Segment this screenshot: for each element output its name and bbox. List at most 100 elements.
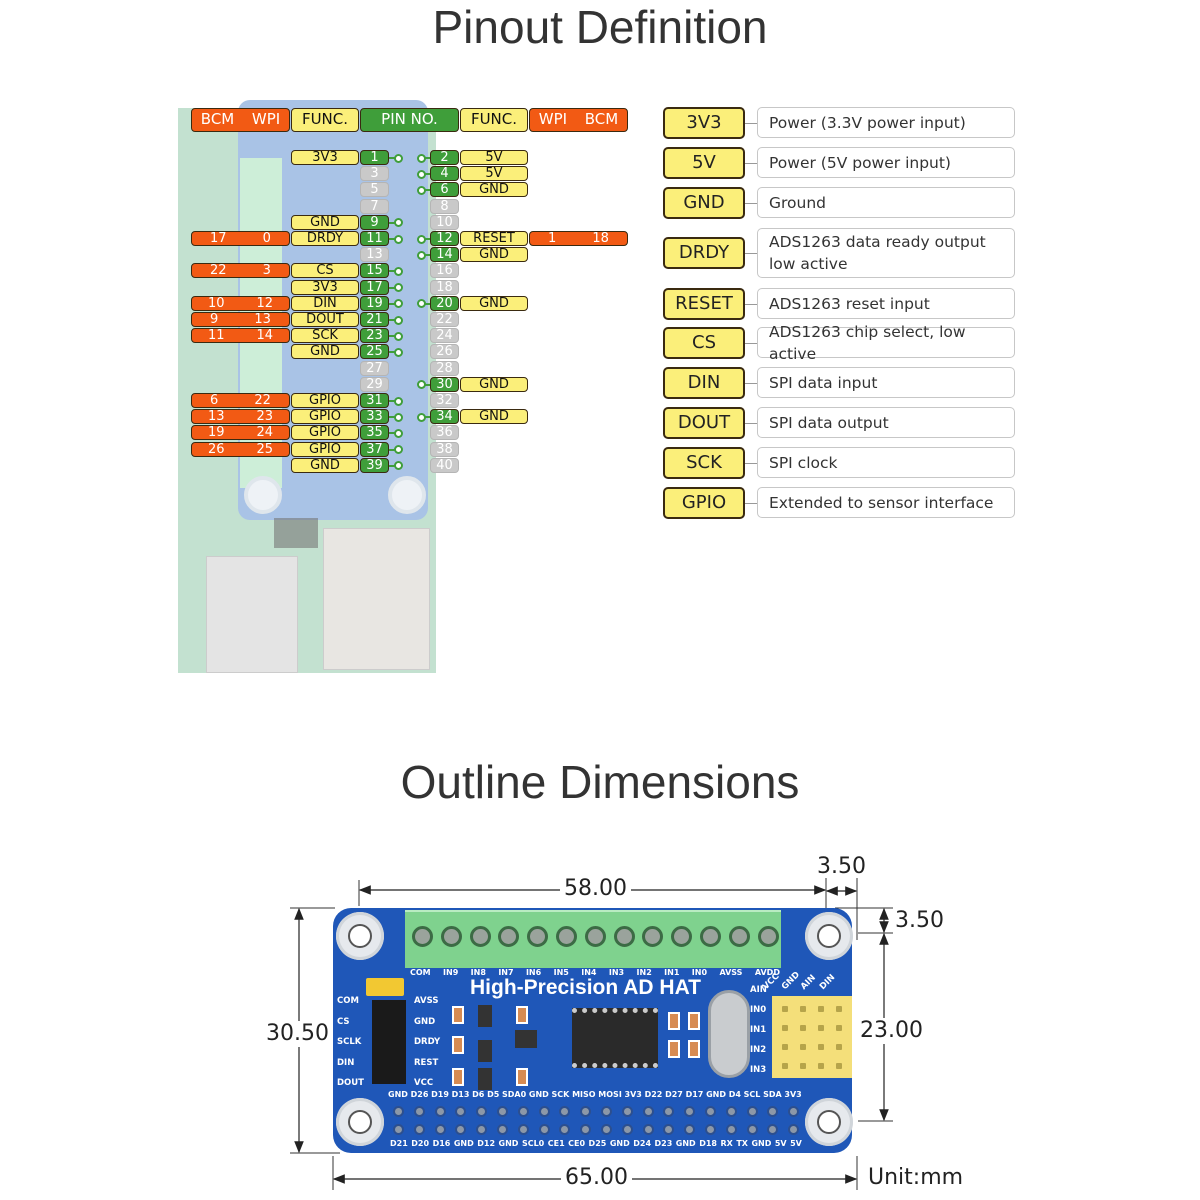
mount-hole-icon: [388, 476, 426, 514]
gpio-bottom-label: GND: [675, 1139, 696, 1148]
legend-label: GPIO: [663, 487, 745, 519]
legend-connector-line: [745, 423, 757, 424]
chip-image: [274, 518, 318, 548]
pin-connector-icon: [394, 315, 403, 325]
sensor-header-pin: [782, 1006, 788, 1012]
terminal-label: IN9: [443, 968, 459, 977]
left-func-cell: DRDY: [291, 231, 359, 246]
gpio-top-label: D5: [487, 1090, 500, 1099]
gpio-bottom-label: CE0: [568, 1139, 586, 1148]
right-func-cell: GND: [460, 295, 528, 311]
sensor-header-pin: [782, 1044, 788, 1050]
left-func-cell: GPIO: [291, 393, 359, 408]
board-title: High-Precision AD HAT: [470, 976, 702, 999]
gpio-top-label: SCL: [743, 1090, 761, 1099]
transistor-component: [478, 1068, 492, 1090]
terminal-screw-icon: [440, 926, 462, 947]
gpio-pin-icon: [393, 1124, 404, 1135]
pin-connector-icon: [394, 461, 403, 471]
legend-description: ADS1263 reset input: [757, 288, 1015, 319]
connector-line: [424, 238, 430, 240]
pin-connector-icon: [417, 412, 426, 422]
connector-line: [389, 270, 395, 273]
left-func-cell: CS: [291, 263, 359, 279]
legend-connector-line: [745, 343, 757, 344]
terminal-label: IN0: [691, 968, 708, 977]
terminal-screw-icon: [412, 926, 433, 947]
usb-port-image: [206, 556, 298, 673]
pin-number-odd: 37: [360, 441, 389, 457]
pin-connector-icon: [417, 380, 426, 390]
wpi-number: 23: [256, 409, 274, 425]
sensor-row-label: IN2: [750, 1045, 767, 1055]
outline-dimensions-title: Outline Dimensions: [400, 756, 800, 808]
dimension-30.5-label: 30.50: [262, 1021, 333, 1047]
resistor-component: [516, 1006, 528, 1024]
resistor-component: [688, 1040, 700, 1058]
pin-number-even: 10: [430, 214, 459, 230]
sensor-header-pin: [782, 1025, 788, 1031]
gpio-bottom-label: D16: [432, 1139, 451, 1148]
legend-description: Extended to sensor interface: [757, 487, 1015, 518]
left-func-cell: GND: [291, 344, 359, 360]
legend-label: 3V3: [663, 107, 745, 139]
header-wpi-label: WPI: [251, 110, 281, 128]
gpio-pin-icon: [580, 1124, 592, 1135]
gpio-top-label: SDA0: [502, 1090, 527, 1099]
pin-number-odd: 33: [360, 409, 389, 425]
pin-connector-icon: [394, 347, 403, 357]
connector-line: [424, 157, 430, 159]
sensor-header-pin: [782, 1063, 788, 1069]
bcm-number: 18: [592, 231, 609, 246]
pin-number-odd: 25: [360, 344, 389, 360]
resistor-component: [668, 1040, 680, 1058]
jumper-left-label: DOUT: [337, 1078, 364, 1088]
gpio-pin-icon: [497, 1124, 508, 1135]
bcm-number: 19: [207, 425, 225, 441]
header-left-bcm-wpi: BCM WPI: [191, 108, 290, 132]
connector-line: [424, 173, 430, 176]
dimension-23-label: 23.00: [856, 1018, 927, 1044]
dimension-3.5-top-label: 3.50: [817, 854, 866, 879]
gpio-top-label: SDA: [763, 1090, 782, 1099]
left-func-cell: DIN: [291, 295, 359, 311]
sensor-header-pin: [836, 1006, 842, 1012]
pin-number-even: 16: [430, 263, 459, 279]
connector-line: [389, 448, 395, 451]
wpi-number: 24: [256, 425, 274, 441]
legend-connector-line: [745, 253, 757, 254]
pin-number-even: 20: [430, 295, 459, 311]
gpio-pin-icon: [455, 1124, 467, 1135]
bcm-number: 11: [207, 328, 225, 344]
gpio-pin-icon: [621, 1124, 633, 1135]
connector-line: [424, 254, 430, 257]
jumper-right-label: REST: [414, 1057, 439, 1068]
sensor-row-label: AIN: [750, 985, 767, 995]
connector-line: [389, 335, 395, 338]
terminal-label: IN3: [608, 968, 625, 977]
terminal-screw-icon: [498, 926, 520, 947]
gpio-pin-icon: [393, 1106, 404, 1117]
legend-label: GND: [663, 187, 745, 219]
legend-label: 5V: [663, 147, 745, 179]
gpio-bottom-label: D23: [654, 1139, 673, 1148]
terminal-label: IN1: [664, 968, 680, 977]
gpio-bottom-label: GND: [609, 1139, 630, 1148]
left-func-cell: GPIO: [291, 409, 359, 425]
gpio-pin-icon: [788, 1124, 800, 1135]
legend-description: Power (3.3V power input): [757, 107, 1015, 138]
transistor-component: [478, 1040, 492, 1062]
bcm-number: 6: [210, 393, 219, 408]
right-func-cell: GND: [460, 247, 528, 263]
terminal-screw-icon: [700, 926, 721, 947]
pin-number-even: 36: [430, 425, 459, 441]
terminal-label: IN6: [525, 968, 542, 977]
terminal-screw-icon: [556, 926, 577, 947]
gpio-pin-icon: [559, 1124, 571, 1135]
gpio-bottom-label: D18: [699, 1139, 717, 1148]
connector-line: [424, 302, 430, 305]
legend-label: CS: [663, 327, 745, 359]
